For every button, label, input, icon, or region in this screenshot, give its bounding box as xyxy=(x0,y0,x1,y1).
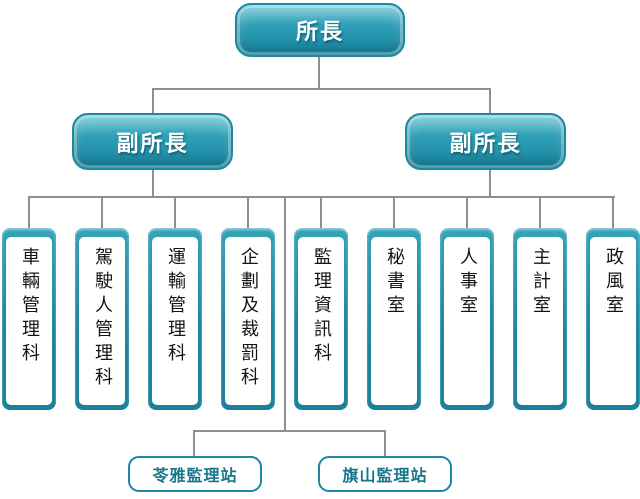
dept-card-face: 駕駛人管理科 xyxy=(79,237,125,405)
connector-line xyxy=(384,430,386,456)
dept-label: 企劃及裁罰科 xyxy=(238,247,259,391)
node-deputy-right[interactable]: 副所長 xyxy=(405,113,566,170)
dept-card-face: 車輛管理科 xyxy=(6,237,52,405)
connector-line xyxy=(193,430,195,456)
connector-line xyxy=(28,196,30,228)
connector-line xyxy=(193,430,385,432)
dept-card-face: 主計室 xyxy=(517,237,563,405)
node-dept-transport-management[interactable]: 運輸管理科 xyxy=(148,228,202,410)
node-director[interactable]: 所長 xyxy=(235,3,405,57)
dept-card-face: 政風室 xyxy=(590,237,636,405)
node-dept-secretariat[interactable]: 秘書室 xyxy=(367,228,421,410)
node-dept-planning-penalty[interactable]: 企劃及裁罰科 xyxy=(221,228,275,410)
dept-card-face: 秘書室 xyxy=(371,237,417,405)
dept-label: 車輛管理科 xyxy=(19,247,40,367)
connector-line xyxy=(29,196,615,198)
connector-line xyxy=(489,88,491,113)
connector-line xyxy=(393,196,395,228)
dept-label: 監理資訊科 xyxy=(311,247,332,367)
dept-card-face: 監理資訊科 xyxy=(298,237,344,405)
connector-line xyxy=(174,196,176,228)
node-dept-vehicle-management[interactable]: 車輛管理科 xyxy=(2,228,56,410)
dept-label: 駕駛人管理科 xyxy=(92,247,113,391)
connector-line xyxy=(101,196,103,228)
node-dept-accounting[interactable]: 主計室 xyxy=(513,228,567,410)
dept-label: 政風室 xyxy=(603,247,624,319)
connector-line xyxy=(489,170,491,196)
dept-card-face: 人事室 xyxy=(444,237,490,405)
connector-line xyxy=(539,196,541,228)
dept-label: 運輸管理科 xyxy=(165,247,186,367)
station-label: 苓雅監理站 xyxy=(152,466,238,485)
station-label: 旗山監理站 xyxy=(342,466,428,485)
node-dept-ethics[interactable]: 政風室 xyxy=(586,228,640,410)
connector-line xyxy=(247,196,249,228)
node-deputy-right-label: 副所長 xyxy=(449,131,522,157)
node-dept-information[interactable]: 監理資訊科 xyxy=(294,228,348,410)
connector-line xyxy=(284,196,286,430)
dept-label: 秘書室 xyxy=(384,247,405,319)
connector-line xyxy=(152,88,491,90)
node-deputy-left[interactable]: 副所長 xyxy=(72,113,233,170)
connector-line xyxy=(152,170,154,196)
node-station-lingya[interactable]: 苓雅監理站 xyxy=(128,456,262,492)
connector-line xyxy=(466,196,468,228)
node-deputy-left-label: 副所長 xyxy=(116,131,189,157)
node-dept-driver-management[interactable]: 駕駛人管理科 xyxy=(75,228,129,410)
connector-line xyxy=(152,88,154,113)
connector-line xyxy=(320,196,322,228)
node-dept-personnel[interactable]: 人事室 xyxy=(440,228,494,410)
connector-line xyxy=(318,57,320,88)
connector-line xyxy=(612,196,614,228)
dept-label: 主計室 xyxy=(530,247,551,319)
node-director-label: 所長 xyxy=(295,20,344,45)
dept-card-face: 運輸管理科 xyxy=(152,237,198,405)
dept-card-face: 企劃及裁罰科 xyxy=(225,237,271,405)
dept-label: 人事室 xyxy=(457,247,478,319)
node-station-qishan[interactable]: 旗山監理站 xyxy=(318,456,452,492)
